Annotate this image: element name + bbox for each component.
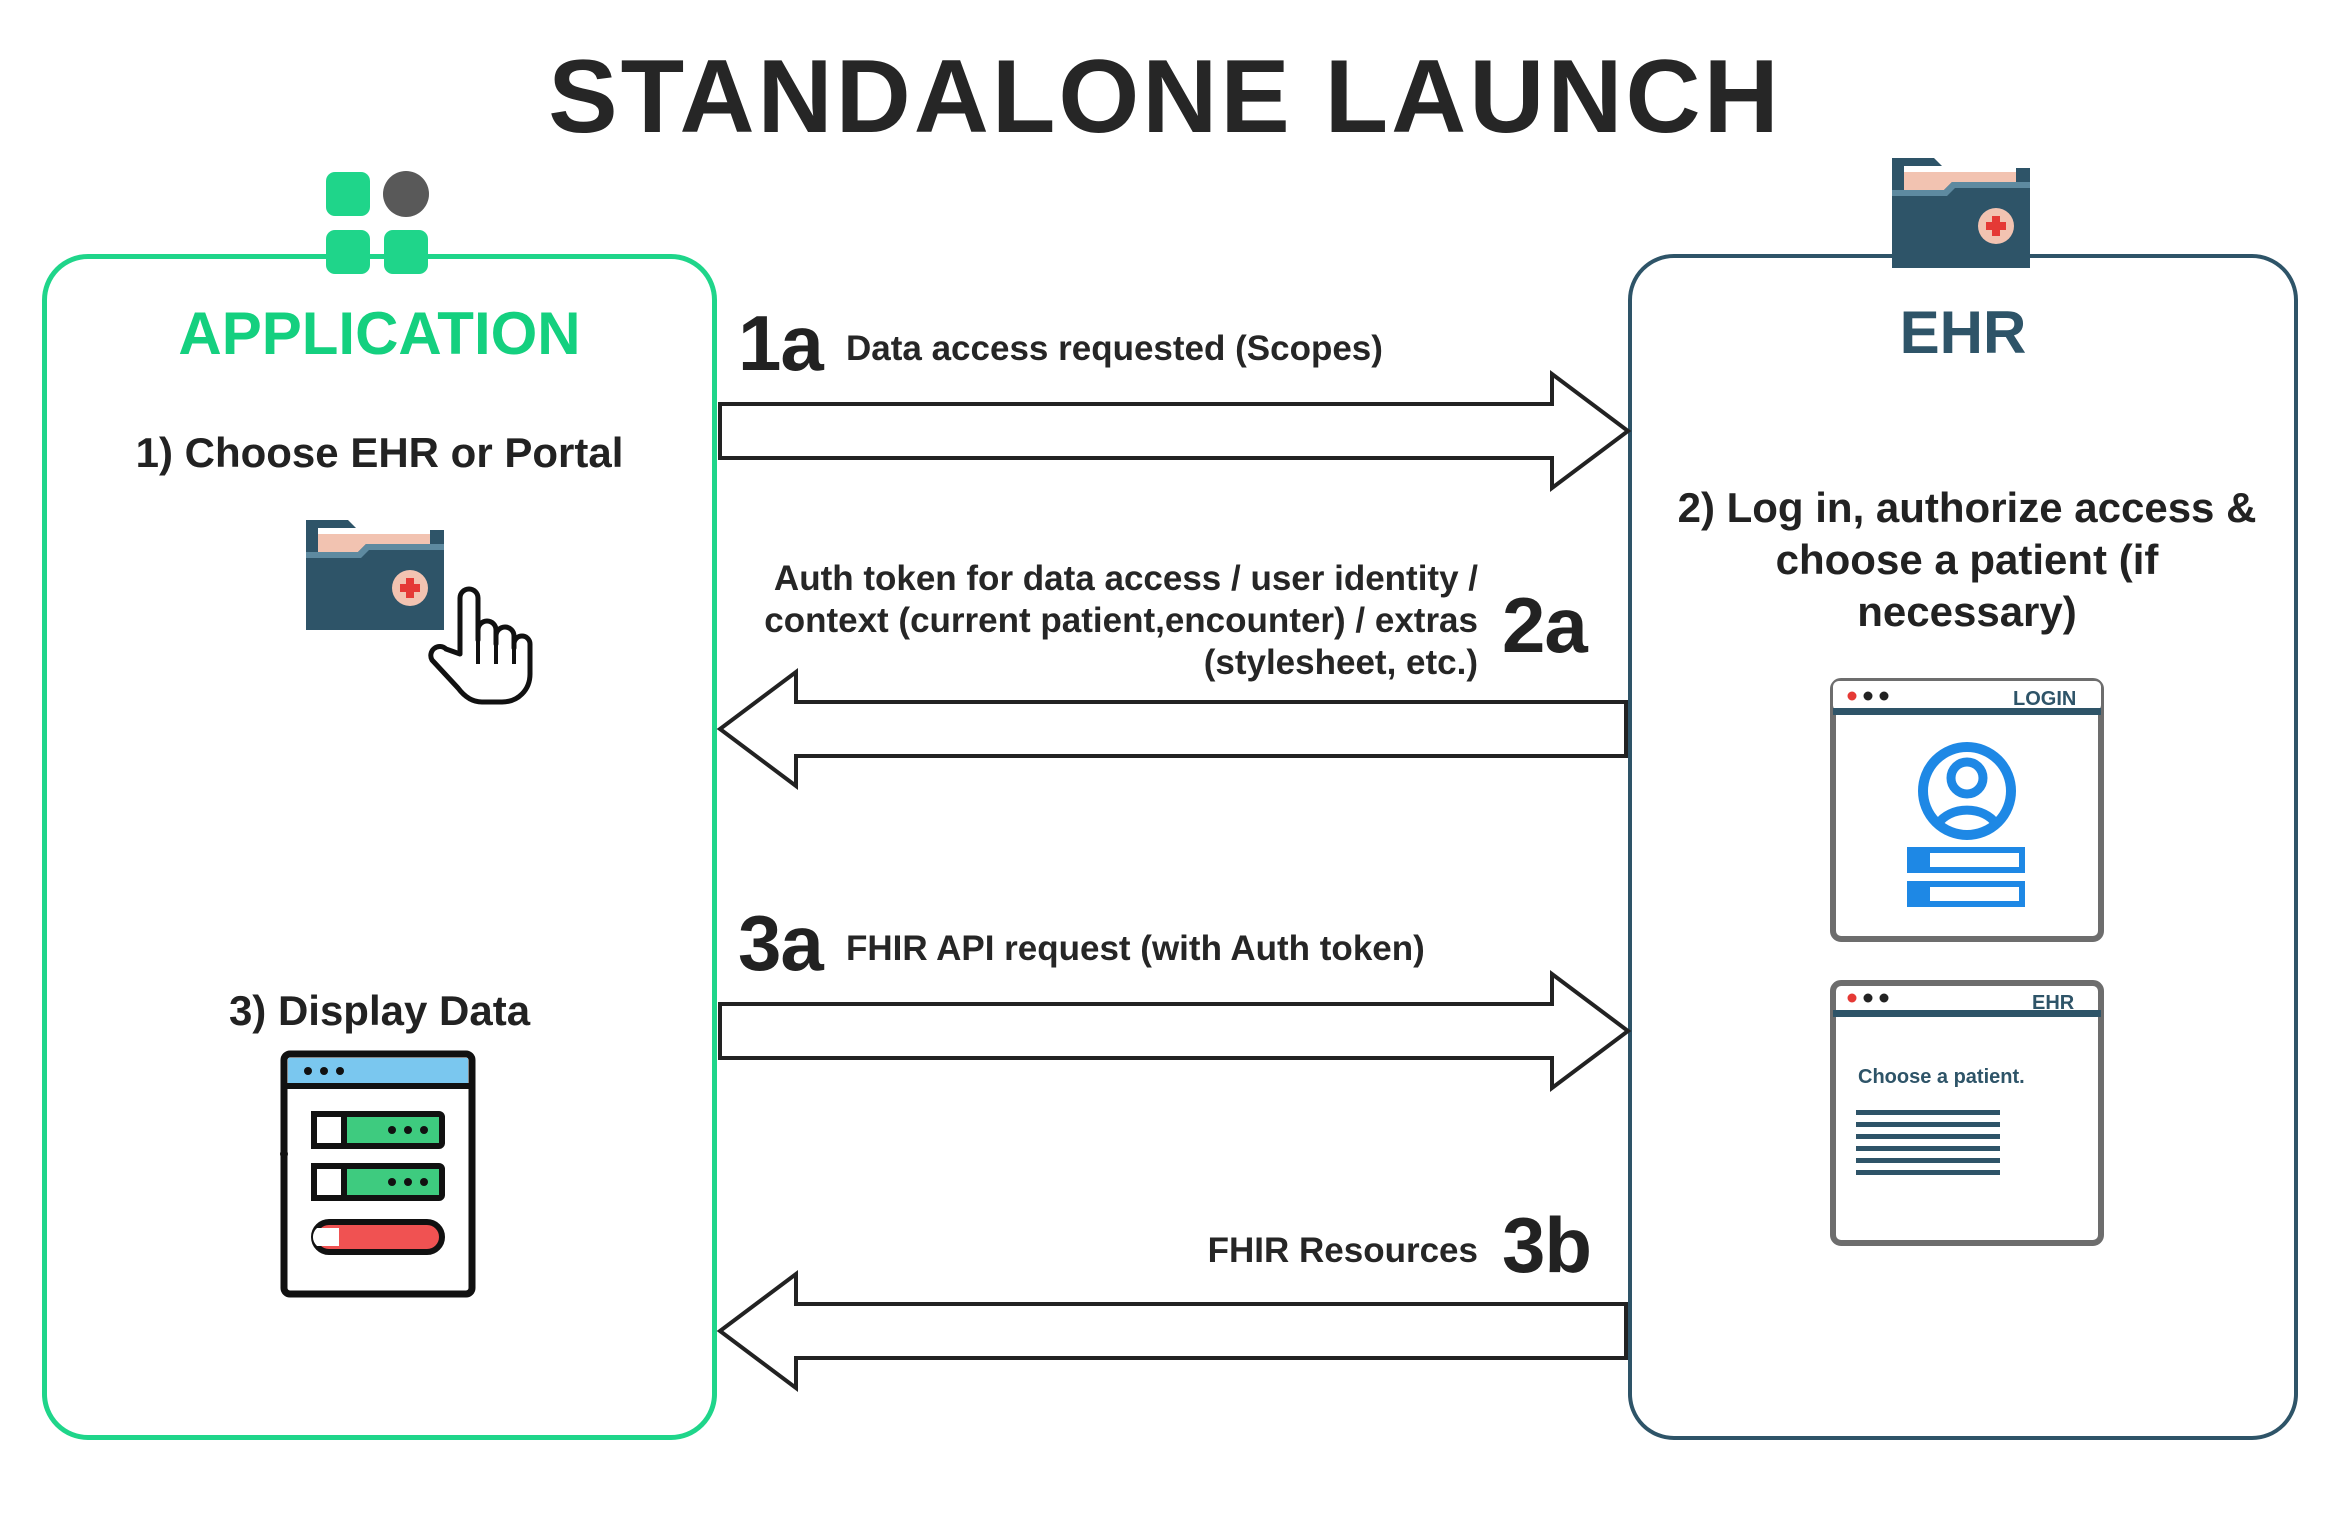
step-number-2a: 2a — [1502, 581, 1588, 669]
flow-label-2a: Auth token for data access / user identi… — [764, 559, 1478, 682]
flow-label-3a: FHIR API request (with Auth token) — [846, 929, 1425, 968]
arrow-2a — [716, 668, 1628, 790]
step-number-1a: 1a — [738, 299, 824, 387]
hand-pointer-icon — [428, 586, 533, 705]
flow-label-1a: Data access requested (Scopes) — [846, 329, 1383, 368]
arrow-3b — [716, 1270, 1628, 1392]
user-avatar-icon — [1918, 742, 2016, 840]
arrow-3a — [718, 970, 1632, 1092]
medical-folder-icon — [306, 520, 444, 630]
step-3-label: 3) Display Data — [228, 987, 531, 1034]
step-number-3a: 3a — [738, 899, 824, 987]
application-panel: APPLICATION 1) Choose EHR or Portal 3) D… — [42, 254, 717, 1440]
ehr-window-label: EHR — [2032, 992, 2075, 1014]
choose-patient-text: Choose a patient. — [1858, 1066, 2025, 1088]
step-2-label: 2) Log in, authorize access & choose a p… — [1677, 484, 2257, 635]
flow-label-3b: FHIR Resources — [1207, 1231, 1478, 1270]
diagram-title: STANDALONE LAUNCH — [548, 39, 1782, 155]
step-1-label: 1) Choose EHR or Portal — [135, 429, 624, 476]
browser-window-icon — [1830, 980, 2104, 1246]
arrow-1a — [718, 370, 1632, 492]
browser-window-icon — [1830, 678, 2104, 942]
login-window-label: LOGIN — [2013, 688, 2077, 710]
app-logo-icon — [326, 171, 429, 274]
medical-folder-icon — [1892, 158, 2030, 268]
ehr-heading: EHR — [1899, 299, 2027, 366]
data-display-icon — [280, 1050, 476, 1298]
step-number-3b: 3b — [1502, 1201, 1592, 1289]
application-heading: APPLICATION — [178, 300, 581, 367]
